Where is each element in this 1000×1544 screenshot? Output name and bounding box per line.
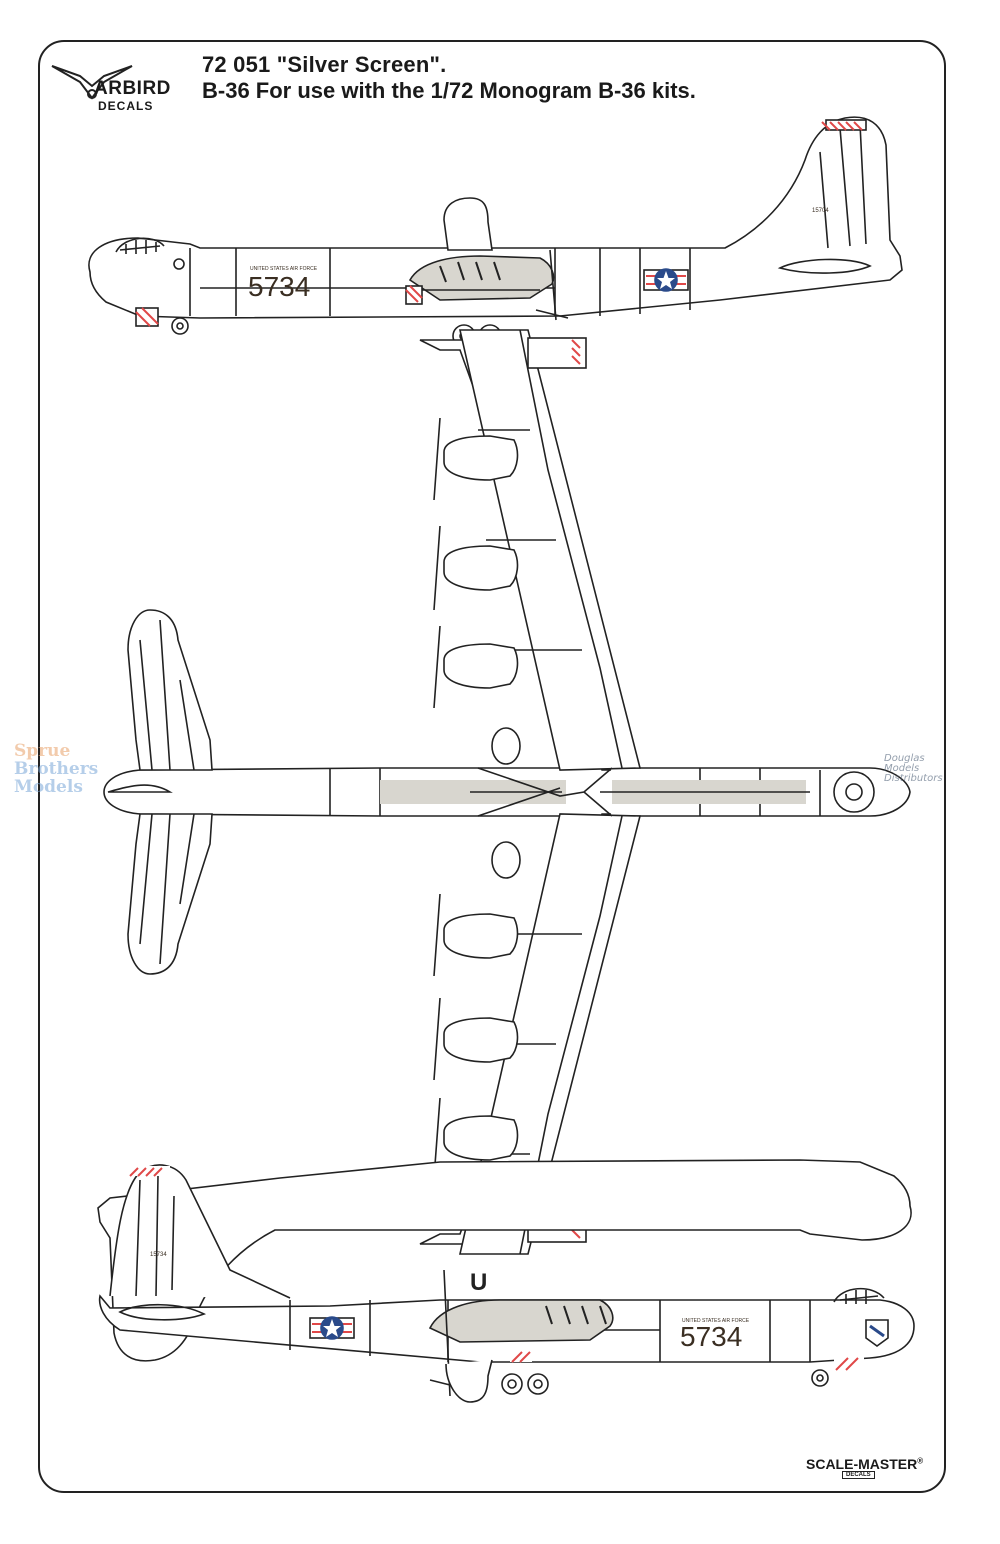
watermark-right-line2: Models: [884, 763, 920, 774]
watermark-left-line1: Sprue: [14, 741, 71, 761]
serial-bottom: 5734: [680, 1321, 742, 1352]
brand-name: ARBIRD: [94, 78, 171, 99]
scale-master-brand: SCALE-MASTER: [806, 1456, 918, 1472]
scale-master-logo: SCALE-MASTER®: [806, 1456, 923, 1472]
serial-top: 5734: [248, 271, 310, 302]
sheet-title: 72 051 "Silver Screen".: [202, 52, 447, 77]
wing-marking: U: [470, 1269, 487, 1296]
tail-code-bottom: 15734: [150, 1252, 167, 1258]
sheet-subtitle: B-36 For use with the 1/72 Monogram B-36…: [202, 78, 696, 103]
watermark-left-line2: Brothers: [14, 759, 99, 779]
registered-mark: ®: [917, 1456, 924, 1466]
usaf-text-bottom: UNITED STATES AIR FORCE: [682, 1318, 750, 1324]
scale-master-sub: DECALS: [842, 1471, 875, 1479]
tail-code-top: 15704: [812, 208, 829, 214]
plan-view: [103, 329, 911, 1255]
usaf-text-top: UNITED STATES AIR FORCE: [250, 266, 318, 272]
watermark-right-line1: Douglas: [884, 753, 925, 764]
brand-sub: DECALS: [98, 99, 154, 113]
watermark-left-line3: Models: [14, 777, 83, 797]
watermark-left: Sprue Brothers Models: [14, 742, 116, 800]
warbird-logo-icon: [51, 65, 133, 100]
side-view-bottom: [97, 1159, 912, 1362]
side-view-top: [88, 116, 903, 348]
watermark-right: Douglas Models Distributors: [884, 754, 984, 794]
watermark-right-line3: Distributors: [884, 773, 943, 784]
side-view-bottom-detail: [98, 1164, 915, 1403]
